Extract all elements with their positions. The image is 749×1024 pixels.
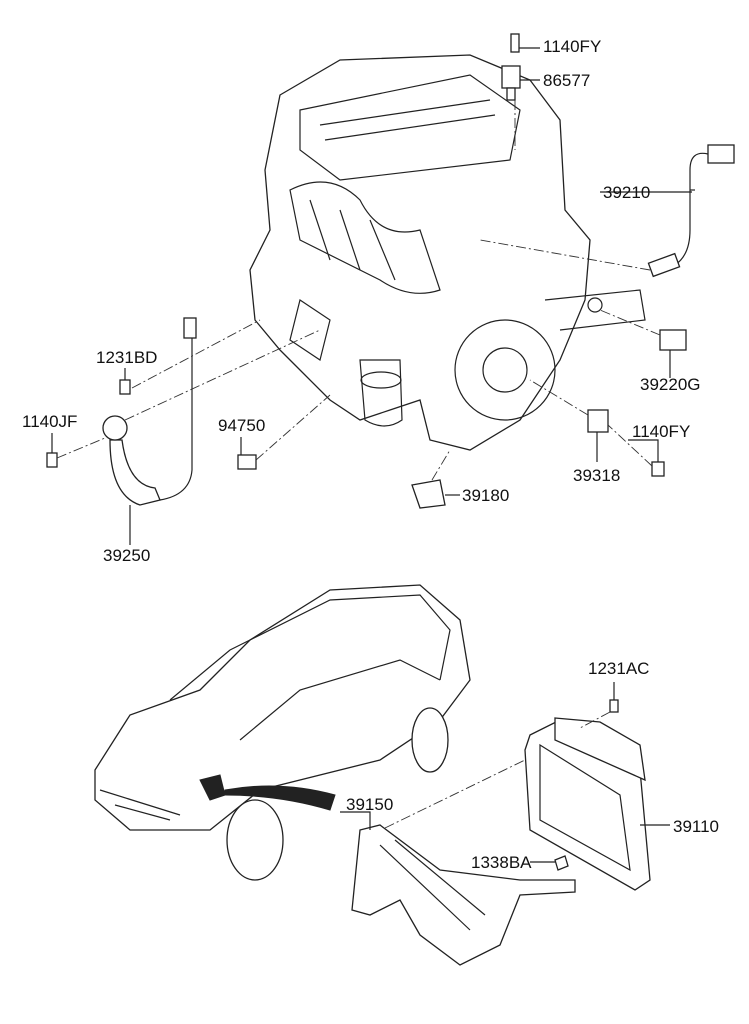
part-label-39250[interactable]: 39250 [103,546,151,565]
crank-sensor-39180 [411,449,460,509]
ecu-bracket-39150 [340,759,576,966]
knock-sensor-39250 [46,317,321,545]
part-label-39110[interactable]: 39110 [673,817,720,836]
ecu-39110 [524,682,670,891]
part-label-1231bd[interactable]: 1231BD [96,348,158,367]
part-label-39210[interactable]: 39210 [603,183,651,202]
part-label-1338ba[interactable]: 1338BA [471,853,532,872]
part-label-39150[interactable]: 39150 [346,795,394,814]
sensor-39220g [599,309,687,378]
cam-sensor-39318 [529,379,665,477]
part-label-39318[interactable]: 39318 [573,466,621,485]
oxygen-sensor-39210 [479,144,735,278]
part-label-1140fy-top[interactable]: 1140FY [543,37,602,56]
engine-assembly [249,54,646,451]
part-label-1140jf[interactable]: 1140JF [22,412,78,431]
car-illustration [94,584,471,881]
sensor-86577 [501,33,540,150]
part-label-94750[interactable]: 94750 [218,416,266,435]
part-label-1231ac[interactable]: 1231AC [588,659,650,678]
oil-pressure-switch-94750 [237,394,331,470]
part-label-39180[interactable]: 39180 [462,486,510,505]
part-label-86577[interactable]: 86577 [543,71,591,90]
part-label-1140fy-right[interactable]: 1140FY [632,422,691,441]
part-label-39220g[interactable]: 39220G [640,375,701,394]
